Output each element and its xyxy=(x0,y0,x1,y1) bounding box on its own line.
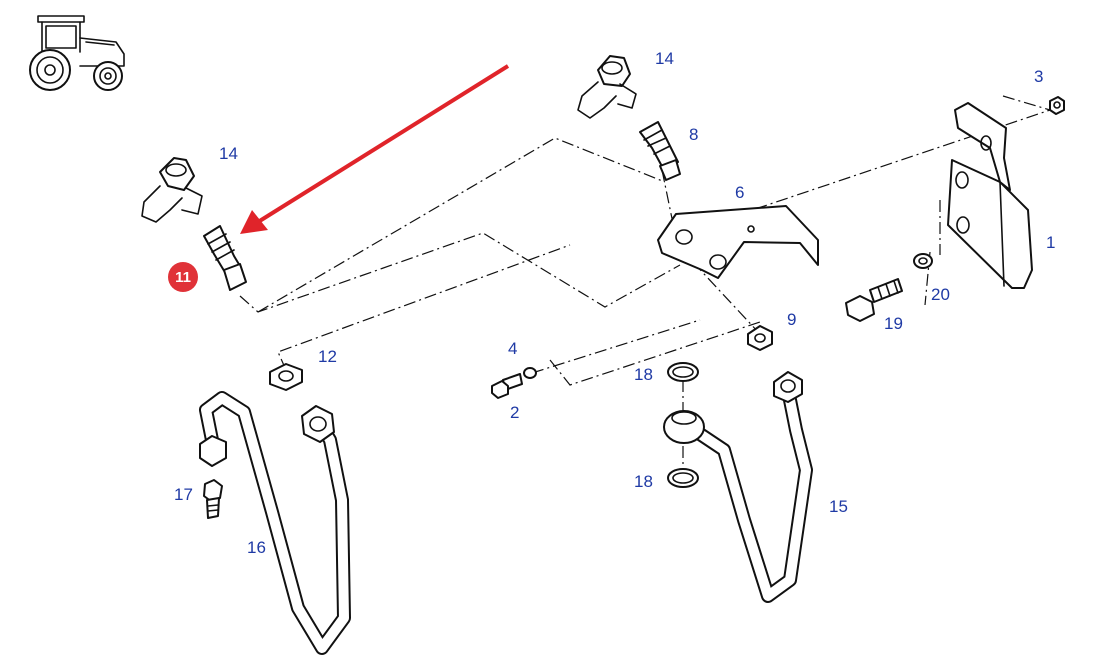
part-label-18-bottom: 18 xyxy=(634,472,653,491)
part-label-16: 16 xyxy=(247,538,266,557)
part-label-1: 1 xyxy=(1046,233,1055,252)
part-label-18-top: 18 xyxy=(634,365,653,384)
part-6-bracket xyxy=(657,205,819,279)
leader-lines xyxy=(239,95,1051,475)
part-label-2: 2 xyxy=(510,403,519,422)
part-11-fitting xyxy=(203,225,247,291)
part-14-dust-cap-left xyxy=(141,157,203,223)
part-12-nut xyxy=(269,363,303,391)
part-19-bolt xyxy=(845,278,903,322)
part-14-dust-cap-top xyxy=(577,55,637,119)
part-4-washer xyxy=(523,367,537,379)
part-label-15: 15 xyxy=(829,497,848,516)
part-label-3: 3 xyxy=(1034,67,1043,86)
part-label-8: 8 xyxy=(689,125,698,144)
part-2-bolt xyxy=(491,373,523,399)
part-label-6: 6 xyxy=(735,183,744,202)
part-label-17: 17 xyxy=(174,485,193,504)
part-8-fitting xyxy=(639,121,681,181)
part-11-badge: 11 xyxy=(168,262,198,292)
part-1-bracket xyxy=(947,102,1033,289)
part-18-seal-bottom xyxy=(667,468,699,488)
tractor-icon xyxy=(29,15,125,91)
part-9-nut xyxy=(747,325,773,351)
part-label-20: 20 xyxy=(931,285,950,304)
part-label-12: 12 xyxy=(318,347,337,366)
part-11-label: 11 xyxy=(175,269,191,286)
part-17-fitting xyxy=(203,479,223,519)
part-16-pipe xyxy=(199,391,351,655)
part-15-pipe xyxy=(663,371,813,603)
part-label-14-left: 14 xyxy=(219,144,238,163)
part-label-19: 19 xyxy=(884,314,903,333)
part-label-4: 4 xyxy=(508,339,517,358)
part-20-washer xyxy=(913,253,933,269)
highlight-arrow xyxy=(240,64,510,234)
part-18-seal-top xyxy=(667,362,699,382)
part-3-nut xyxy=(1049,96,1065,115)
part-label-9: 9 xyxy=(787,310,796,329)
part-label-14-top: 14 xyxy=(655,49,674,68)
